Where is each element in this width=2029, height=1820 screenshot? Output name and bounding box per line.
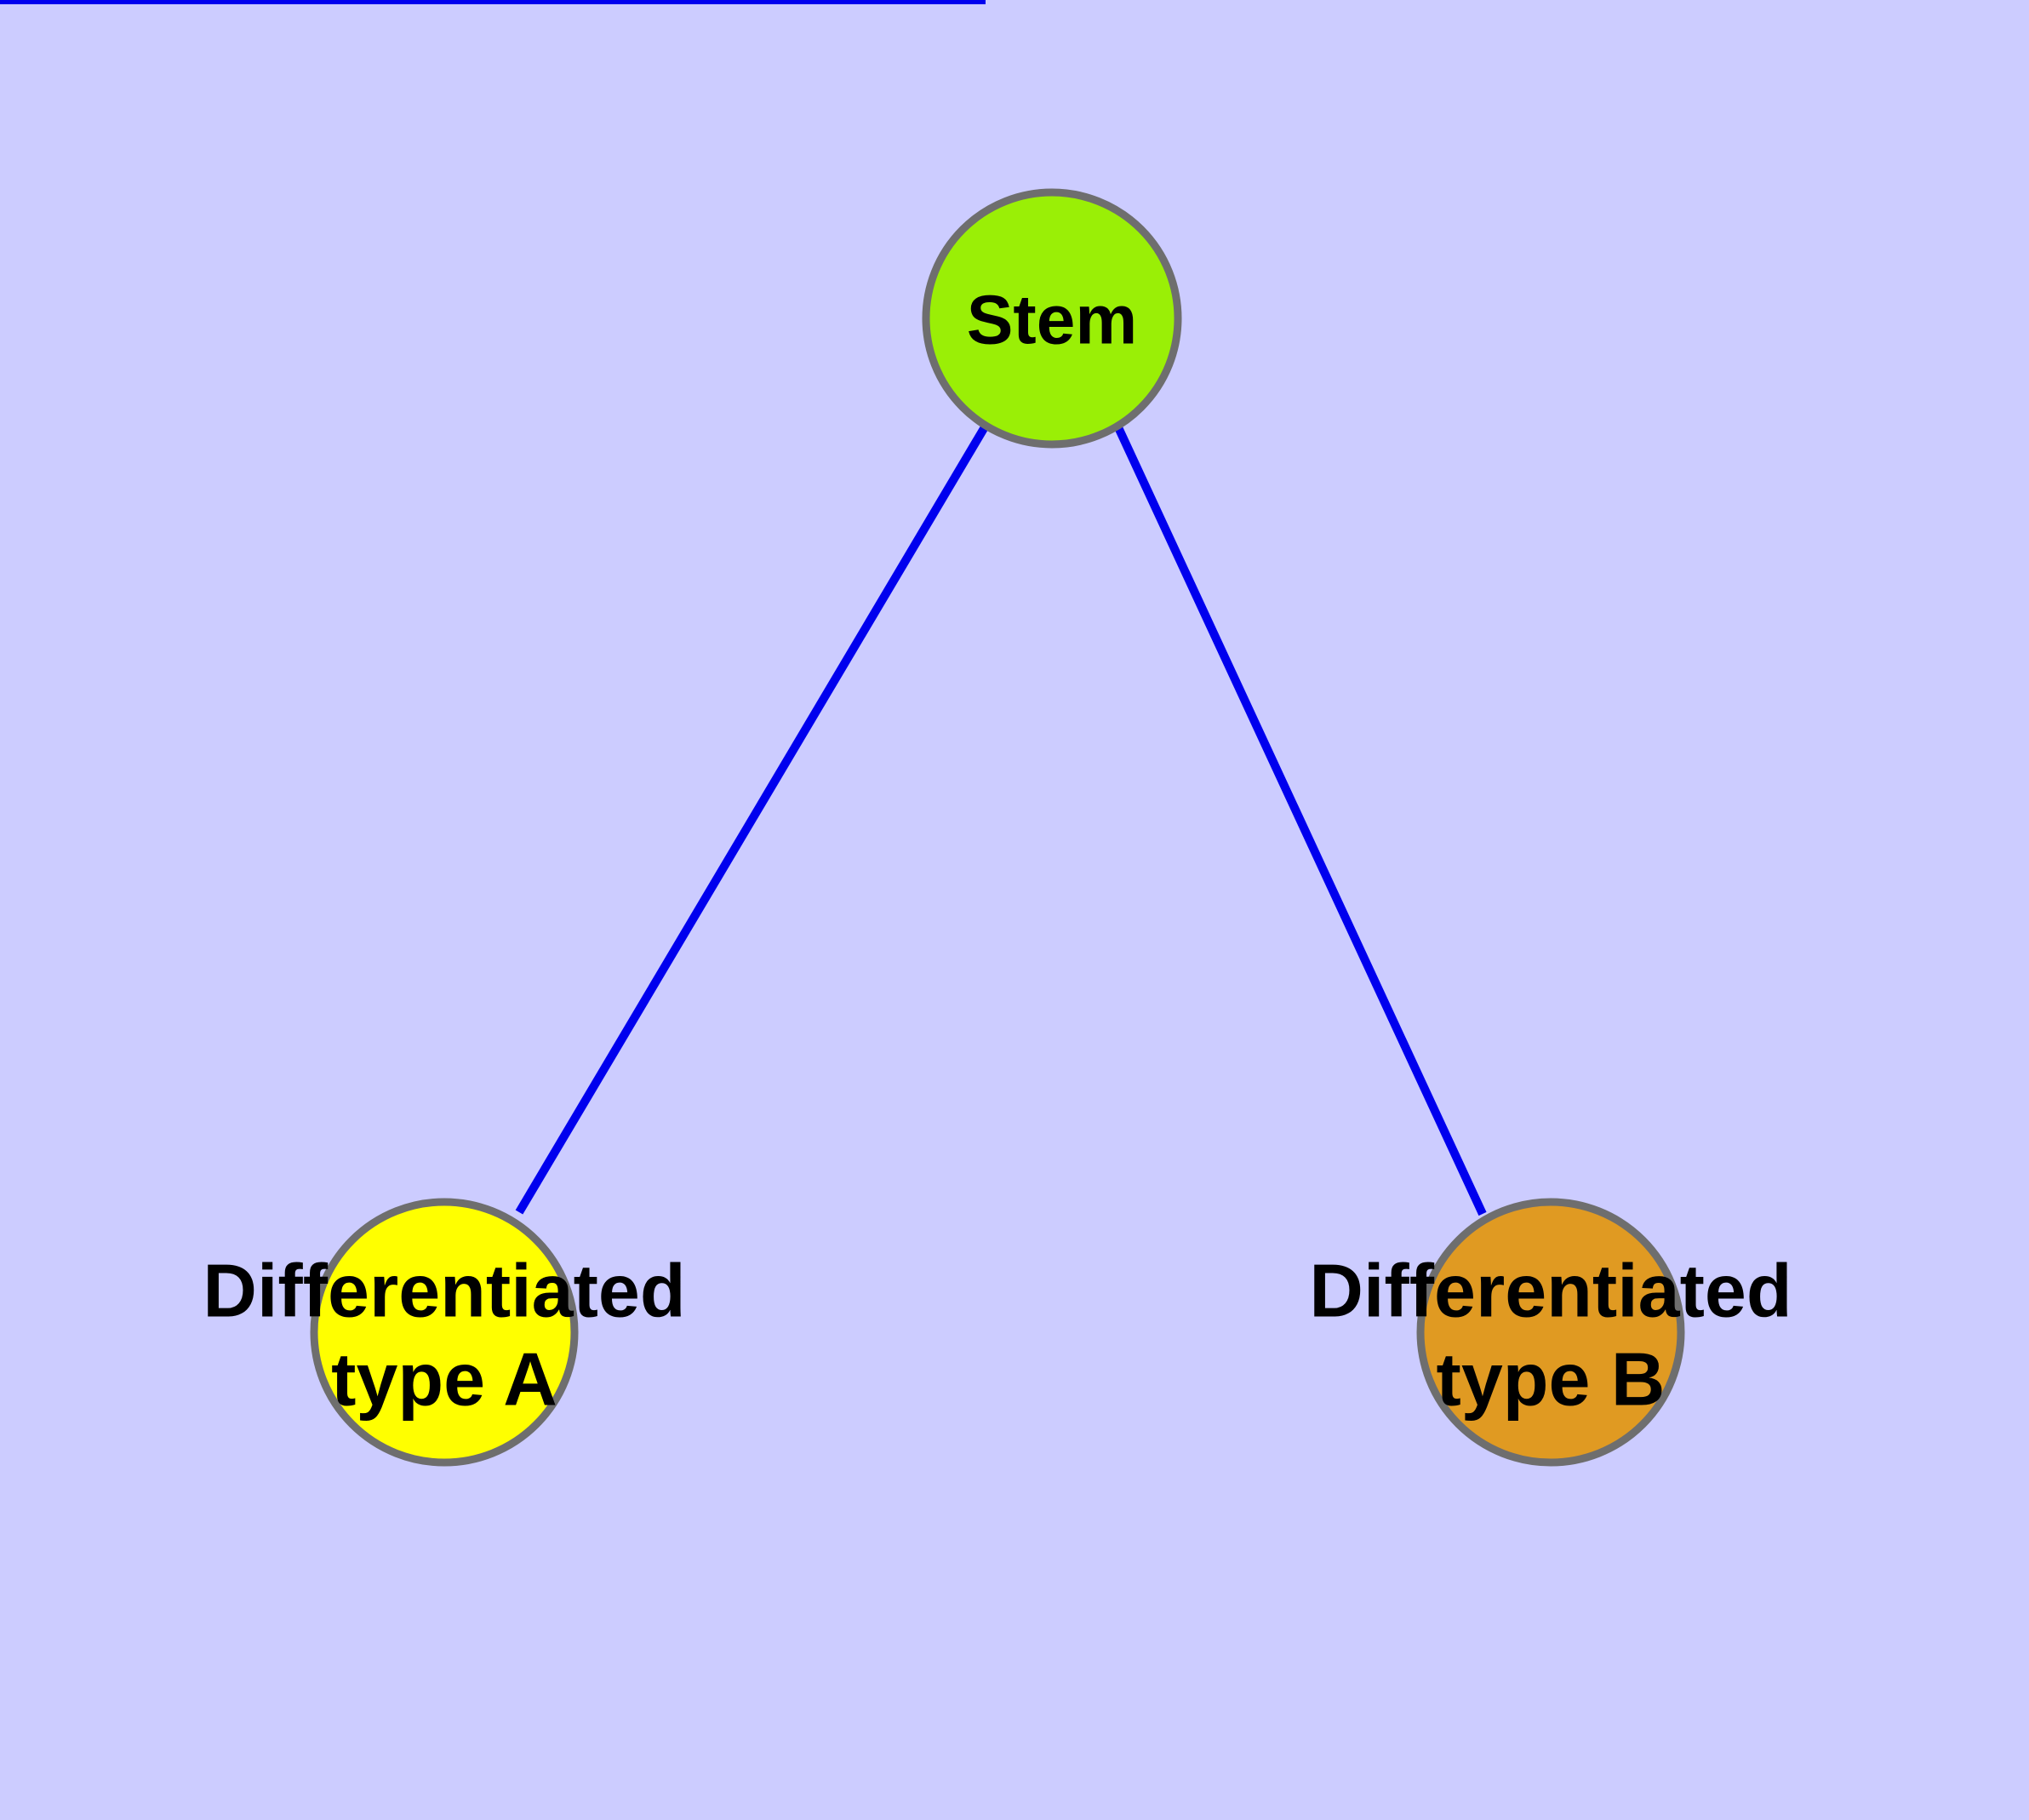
node-differentiated-type-b-label-line1: Differentiated <box>1309 1248 1792 1332</box>
node-stem-label: Stem <box>967 282 1138 359</box>
node-differentiated-type-b-label-line2: type B <box>1437 1336 1666 1421</box>
edge-stem-b <box>1113 423 1487 1216</box>
node-stem[interactable]: Stem <box>922 188 1182 449</box>
node-differentiated-type-b[interactable]: Differentiated type B <box>1309 1198 1792 1467</box>
edge-stem-a <box>515 423 990 1215</box>
node-differentiated-type-a-label-line1: Differentiated <box>203 1248 685 1332</box>
node-differentiated-type-a-label-line2: type A <box>331 1336 557 1421</box>
node-differentiated-type-a[interactable]: Differentiated type A <box>203 1198 686 1467</box>
node-stem-circle[interactable] <box>922 188 1182 449</box>
node-differentiated-type-a-circle[interactable] <box>310 1198 579 1467</box>
node-differentiated-type-b-circle[interactable] <box>1416 1198 1685 1467</box>
edges-group <box>515 423 1487 1216</box>
